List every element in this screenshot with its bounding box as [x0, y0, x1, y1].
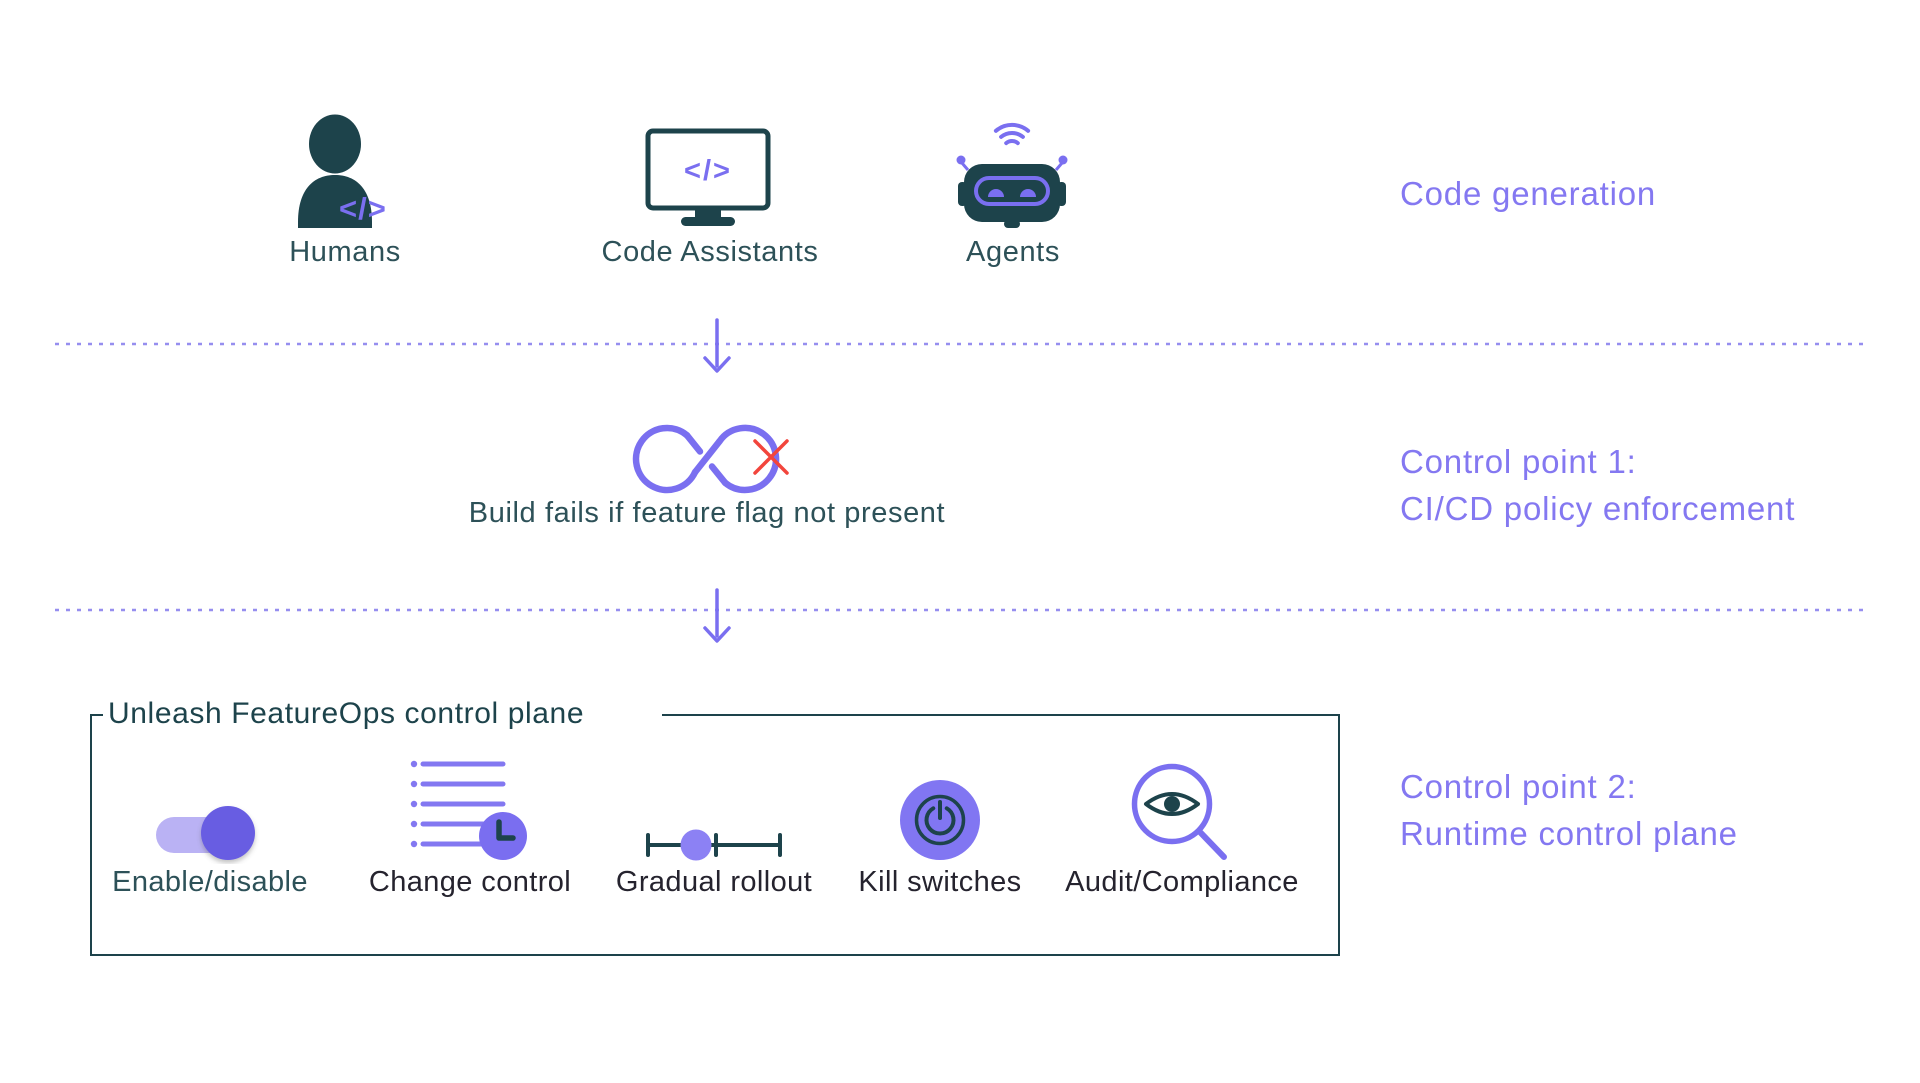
- change-control-label: Change control: [368, 866, 572, 898]
- agents-label: Agents: [966, 236, 1060, 268]
- kill-switch-power-icon: [900, 780, 980, 860]
- human-icon: </>: [298, 114, 387, 228]
- flow-arrow-2: [703, 588, 731, 643]
- control-point-1-line2: CI/CD policy enforcement: [1400, 490, 1796, 527]
- featureops-box-title: Unleash FeatureOps control plane: [103, 697, 663, 731]
- divider-dashed-1: [55, 342, 1867, 346]
- audit-compliance-label: Audit/Compliance: [1065, 866, 1299, 898]
- control-point-1-label: Control point 1: CI/CD policy enforcemen…: [1400, 438, 1795, 532]
- control-point-2-line1: Control point 2:: [1400, 768, 1637, 805]
- flow-arrow-1: [703, 318, 731, 373]
- svg-text:</>: </>: [684, 155, 732, 187]
- gradual-rollout-label: Gradual rollout: [615, 866, 813, 898]
- agent-robot-icon: [956, 123, 1068, 228]
- featureops-box: Unleash FeatureOps control plane: [90, 697, 1340, 956]
- code-generation-label: Code generation: [1400, 175, 1657, 212]
- red-x-icon: [753, 439, 789, 475]
- control-point-2-line2: Runtime control plane: [1400, 815, 1738, 852]
- divider-dashed-2: [55, 608, 1867, 612]
- change-control-clock-icon: [410, 760, 527, 860]
- gradual-rollout-slider-icon: [646, 829, 782, 861]
- code-assistant-icon: </>: [645, 128, 771, 226]
- humans-label: Humans: [289, 236, 401, 268]
- kill-switches-label: Kill switches: [858, 866, 1022, 898]
- audit-magnifier-eye-icon: [1131, 763, 1227, 860]
- svg-text:</>: </>: [339, 191, 387, 226]
- control-point-1-line1: Control point 1:: [1400, 443, 1637, 480]
- cicd-infinity-icon: [632, 424, 789, 494]
- build-fails-caption: Build fails if feature flag not present: [468, 497, 946, 529]
- control-point-2-label: Control point 2: Runtime control plane: [1400, 763, 1738, 857]
- code-assistants-label: Code Assistants: [601, 236, 819, 268]
- enable-disable-label: Enable/disable: [112, 866, 308, 898]
- toggle-icon: [156, 806, 255, 860]
